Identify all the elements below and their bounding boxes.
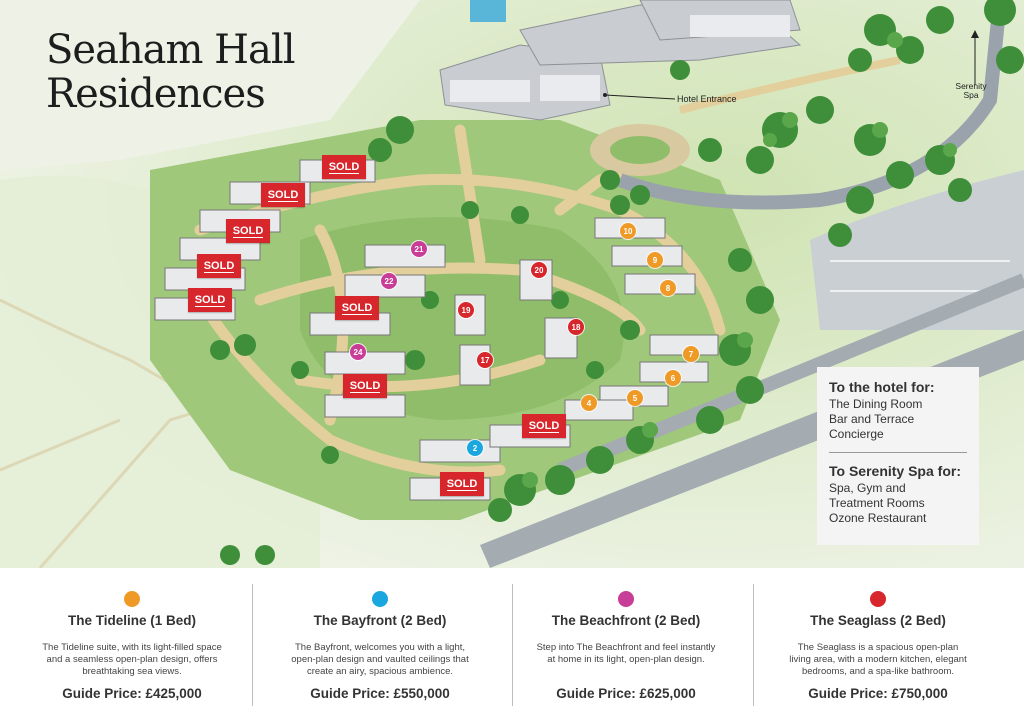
- info-divider: [829, 452, 967, 453]
- plot-pin-7[interactable]: 7: [683, 346, 699, 362]
- legend-bayfront: The Bayfront (2 Bed) The Bayfront, welco…: [254, 568, 506, 724]
- legend-price: Guide Price: £625,000: [556, 686, 696, 701]
- legend-price: Guide Price: £750,000: [808, 686, 948, 701]
- plot-pin-22[interactable]: 22: [381, 273, 397, 289]
- site-map-illustration: [0, 0, 1024, 568]
- legend-description: The Tideline suite, with its light-fille…: [42, 642, 222, 677]
- spa-heading: To Serenity Spa for:: [829, 463, 961, 479]
- legend-divider: [753, 584, 754, 706]
- legend-price: Guide Price: £550,000: [310, 686, 450, 701]
- sold-badge: SOLD: [261, 183, 305, 207]
- legend-title: The Beachfront (2 Bed): [551, 613, 701, 628]
- legend-title: The Bayfront (2 Bed): [313, 613, 447, 628]
- spa-item: Spa, Gym and: [829, 481, 906, 495]
- legend-divider: [512, 584, 513, 706]
- plot-pin-4[interactable]: 4: [581, 395, 597, 411]
- sold-badge: SOLD: [197, 254, 241, 278]
- legend-description: The Seaglass is a spacious open-plan liv…: [789, 642, 967, 677]
- legend-price: Guide Price: £425,000: [62, 686, 202, 701]
- plot-pin-18[interactable]: 18: [568, 319, 584, 335]
- legend-beachfront: The Beachfront (2 Bed) Step into The Bea…: [500, 568, 752, 724]
- seaglass-color-dot: [870, 591, 886, 607]
- sold-badge: SOLD: [188, 288, 232, 312]
- page-title: Seaham Hall Residences: [46, 28, 295, 116]
- plot-pin-19[interactable]: 19: [458, 302, 474, 318]
- hotel-entrance-label: Hotel Entrance: [677, 94, 737, 104]
- legend-divider: [252, 584, 253, 706]
- sold-badge: SOLD: [335, 296, 379, 320]
- hotel-item: The Dining Room: [829, 397, 923, 411]
- sold-badge: SOLD: [343, 374, 387, 398]
- hotel-item: Concierge: [829, 427, 884, 441]
- legend-title: The Tideline (1 Bed): [67, 613, 197, 628]
- sold-badge: SOLD: [226, 219, 270, 243]
- hotel-item: Bar and Terrace: [829, 412, 915, 426]
- plot-pin-6[interactable]: 6: [665, 370, 681, 386]
- sold-badge: SOLD: [322, 155, 366, 179]
- legend-seaglass: The Seaglass (2 Bed) The Seaglass is a s…: [752, 568, 1004, 724]
- tideline-color-dot: [124, 591, 140, 607]
- plot-pin-21[interactable]: 21: [411, 241, 427, 257]
- plot-pin-8[interactable]: 8: [660, 280, 676, 296]
- plot-pin-20[interactable]: 20: [531, 262, 547, 278]
- beachfront-color-dot: [618, 591, 634, 607]
- spa-item: Ozone Restaurant: [829, 511, 927, 525]
- sold-badge: SOLD: [440, 472, 484, 496]
- plot-pin-24[interactable]: 24: [350, 344, 366, 360]
- site-map: Seaham Hall Residences Hotel Entrance Se…: [0, 0, 1024, 568]
- plot-pin-10[interactable]: 10: [620, 223, 636, 239]
- page-title-line-2: Residences: [46, 71, 266, 117]
- plot-pin-5[interactable]: 5: [627, 390, 643, 406]
- sold-badge: SOLD: [522, 414, 566, 438]
- page-title-line-1: Seaham Hall: [46, 27, 295, 73]
- plot-pin-2[interactable]: 2: [467, 440, 483, 456]
- plot-pin-17[interactable]: 17: [477, 352, 493, 368]
- legend-description: Step into The Beachfront and feel instan…: [536, 642, 716, 665]
- plot-pin-9[interactable]: 9: [647, 252, 663, 268]
- serenity-spa-label: Serenity Spa: [955, 81, 987, 100]
- bayfront-color-dot: [372, 591, 388, 607]
- amenities-info-box: To the hotel for: The Dining Room Bar an…: [817, 367, 979, 545]
- spa-item: Treatment Rooms: [829, 496, 925, 510]
- hotel-heading: To the hotel for:: [829, 379, 935, 395]
- residence-types-legend: The Tideline (1 Bed) The Tideline suite,…: [0, 568, 1024, 724]
- legend-title: The Seaglass (2 Bed): [810, 613, 946, 628]
- legend-description: The Bayfront, welcomes you with a light,…: [291, 642, 469, 677]
- legend-tideline: The Tideline (1 Bed) The Tideline suite,…: [6, 568, 258, 724]
